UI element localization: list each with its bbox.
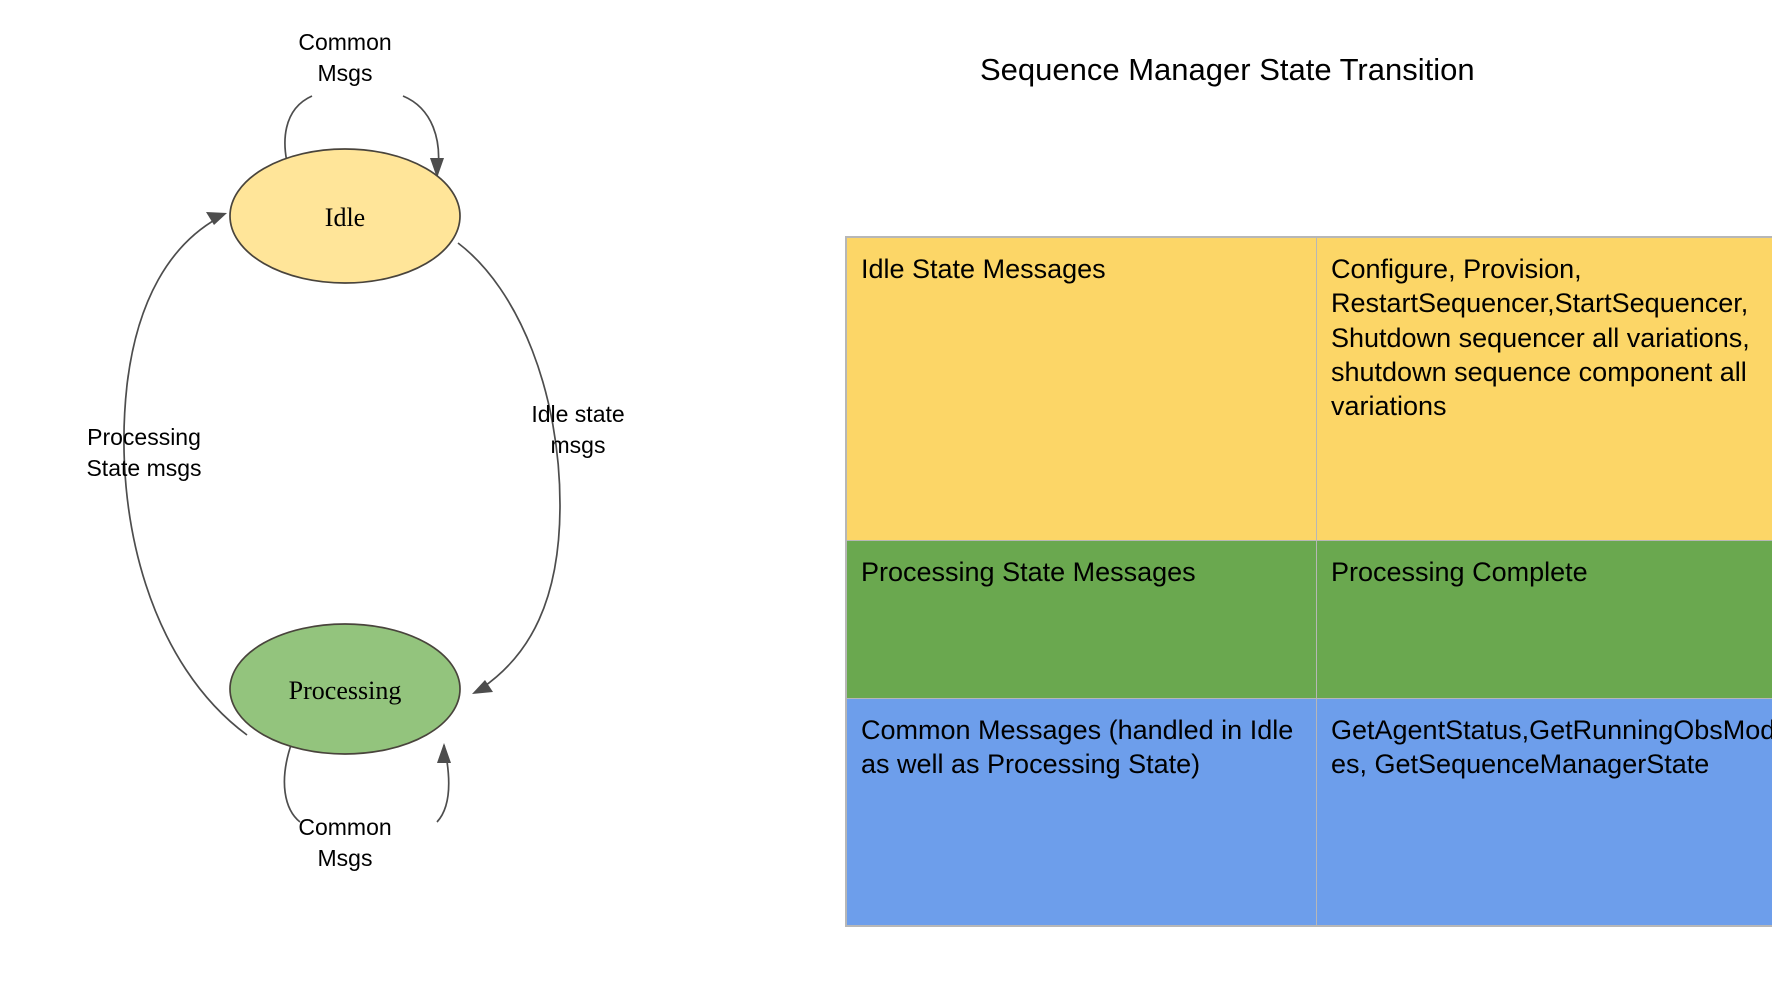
svg-text:Msgs: Msgs: [318, 845, 373, 871]
svg-text:Common: Common: [298, 814, 391, 840]
table-row: Common Messages (handled in Idle as well…: [845, 698, 1772, 927]
page-title: Sequence Manager State Transition: [980, 52, 1475, 87]
transition-processing-self-label: Common Msgs: [298, 814, 391, 871]
message-categories-table: Idle State Messages Configure, Provision…: [845, 236, 1772, 927]
state-node-processing-label: Processing: [289, 676, 402, 705]
transition-processing-to-idle-label: Processing State msgs: [86, 424, 201, 481]
state-node-idle-label: Idle: [325, 203, 365, 232]
transition-idle-to-processing: [457, 242, 561, 694]
table-cell-messages: Configure, Provision, RestartSequencer,S…: [1316, 236, 1772, 541]
transition-processing-self: [283, 741, 451, 823]
state-node-processing[interactable]: Processing: [229, 623, 461, 755]
svg-text:State msgs: State msgs: [86, 455, 201, 481]
table-row: Processing State Messages Processing Com…: [845, 540, 1772, 699]
transition-processing-to-idle: [123, 212, 248, 736]
transition-idle-self-label: Common Msgs: [298, 29, 391, 86]
svg-text:msgs: msgs: [551, 432, 606, 458]
state-transition-diagram: Idle Processing Common Msgs Common Msgs …: [0, 0, 800, 994]
table-cell-messages: GetAgentStatus,GetRunningObsModes, GetSe…: [1316, 698, 1772, 927]
svg-text:Msgs: Msgs: [318, 60, 373, 86]
table-row: Idle State Messages Configure, Provision…: [845, 236, 1772, 541]
table-cell-category: Common Messages (handled in Idle as well…: [845, 698, 1317, 927]
table-cell-category: Processing State Messages: [845, 540, 1317, 699]
table-cell-category: Idle State Messages: [845, 236, 1317, 541]
svg-text:Idle state: Idle state: [531, 401, 624, 427]
table-cell-messages: Processing Complete: [1316, 540, 1772, 699]
svg-text:Common: Common: [298, 29, 391, 55]
svg-text:Processing: Processing: [87, 424, 201, 450]
transition-idle-to-processing-label: Idle state msgs: [531, 401, 624, 458]
state-node-idle[interactable]: Idle: [229, 148, 461, 284]
